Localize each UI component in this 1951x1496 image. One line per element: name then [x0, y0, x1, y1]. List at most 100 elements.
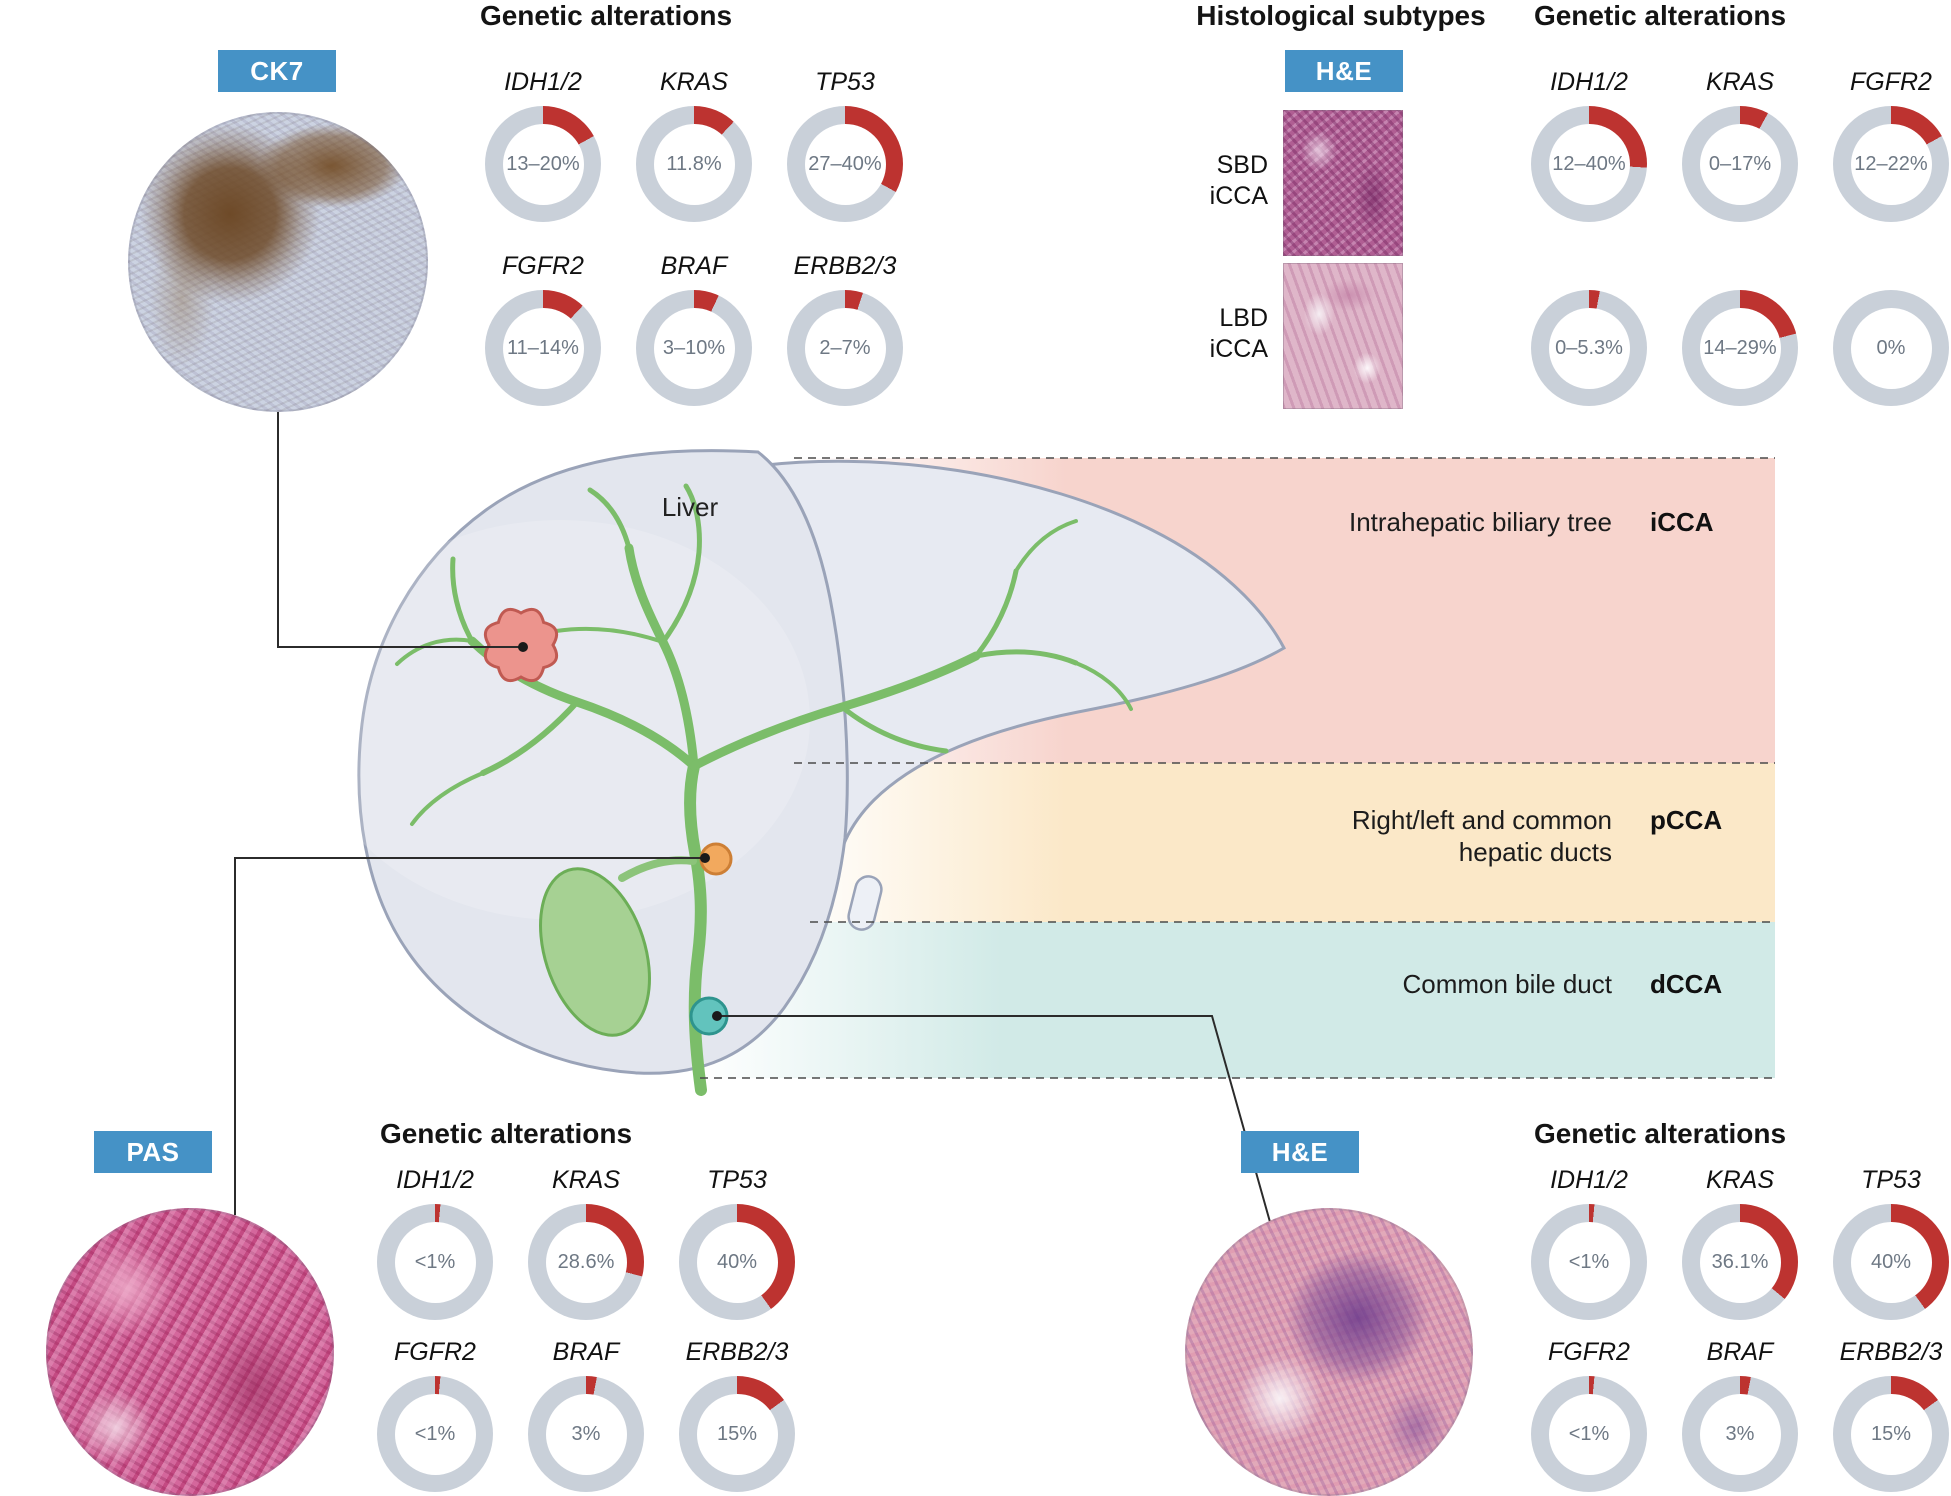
- donut-chart: 3%: [1682, 1376, 1798, 1492]
- donut-value: 40%: [1870, 1250, 1912, 1273]
- stain-label-ck7: CK7: [218, 50, 336, 92]
- band-pcca-abbr: pCCA: [1650, 805, 1723, 835]
- donut-cell: IDH1/2 13–20%: [485, 62, 601, 222]
- donut-cell: FGFR2<1%: [377, 1332, 493, 1492]
- band-icca: [790, 458, 1775, 763]
- gene-label: FGFR2: [1850, 68, 1932, 96]
- donut-hole: 14–29%: [1699, 307, 1781, 389]
- gene-label: ERBB2/3: [1839, 1338, 1943, 1366]
- donut-value: 3–10%: [662, 336, 726, 359]
- title-genetic-alterations-subtypes: Genetic alterations: [1533, 0, 1787, 31]
- donut-hole: <1%: [1548, 1221, 1630, 1303]
- donut-value: 12–40%: [1552, 152, 1626, 175]
- donut-hole: 12–40%: [1548, 123, 1630, 205]
- gene-label: IDH1/2: [1550, 1166, 1628, 1194]
- donut-chart: 0%: [1833, 290, 1949, 406]
- donut-cell: IDH1/2 <1%: [1531, 1160, 1647, 1320]
- donut-value: 11–14%: [507, 336, 579, 359]
- donut-cell: ERBB2/3 15%: [1833, 1332, 1949, 1492]
- he-micrograph: [1185, 1208, 1473, 1496]
- gene-label: [1833, 246, 1949, 290]
- stain-label-he-top: H&E: [1285, 50, 1403, 92]
- donut-hole: 27–40%: [804, 123, 886, 205]
- donut-value: <1%: [414, 1422, 456, 1445]
- donut-cell: FGFR2 11–14%: [485, 246, 601, 406]
- donut-chart: 36.1%: [1682, 1204, 1798, 1320]
- donut-chart: 40%: [679, 1204, 795, 1320]
- pcca-node: [699, 842, 733, 876]
- donut-hole: <1%: [394, 1393, 476, 1475]
- lbd-icca-micrograph: [1283, 263, 1403, 409]
- band-pcca: [790, 763, 1775, 922]
- donut-chart: <1%: [1531, 1376, 1647, 1492]
- gene-label: ERBB2/3: [685, 1338, 789, 1366]
- donut-cell: 0–5.3%: [1531, 246, 1647, 406]
- donut-value: 15%: [716, 1422, 758, 1445]
- donut-value: 3%: [571, 1422, 601, 1445]
- donut-value: 40%: [716, 1250, 758, 1273]
- donut-chart: 3%: [528, 1376, 644, 1492]
- donut-chart: <1%: [377, 1376, 493, 1492]
- gene-label: IDH1/2: [504, 68, 582, 96]
- gene-label: BRAF: [552, 1338, 620, 1366]
- hist-label-line: iCCA: [1209, 182, 1268, 210]
- donut-value: 3%: [1725, 1422, 1755, 1445]
- gallbladder: [539, 856, 697, 1037]
- hist-label-line: SBD: [1216, 151, 1268, 179]
- donut-chart: 13–20%: [485, 106, 601, 222]
- donut-hole: 0–5.3%: [1548, 307, 1630, 389]
- gene-label: TP53: [707, 1166, 767, 1194]
- donut-cell: ERBB2/3 15%: [679, 1332, 795, 1492]
- donut-value: 11.8%: [666, 152, 722, 175]
- donut-value: 36.1%: [1711, 1250, 1769, 1273]
- donut-chart: 0–5.3%: [1531, 290, 1647, 406]
- donut-value: 12–22%: [1854, 152, 1928, 175]
- gene-label: BRAF: [1706, 1338, 1774, 1366]
- donut-hole: 3%: [545, 1393, 627, 1475]
- donut-cell: TP53 40%: [679, 1160, 795, 1320]
- hist-label-line: LBD: [1219, 304, 1268, 332]
- donut-chart: 3–10%: [636, 290, 752, 406]
- donut-value: <1%: [1568, 1250, 1610, 1273]
- liver-highlight: [310, 520, 810, 920]
- donut-cell: FGFR2 12–22%: [1833, 62, 1949, 222]
- donut-cell: BRAF 3%: [528, 1332, 644, 1492]
- cystic-duct: [618, 856, 697, 882]
- stain-label-he-bottom: H&E: [1241, 1131, 1359, 1173]
- donut-hole: 15%: [1850, 1393, 1932, 1475]
- liver-label: Liver: [661, 492, 719, 522]
- donut-hole: 12–22%: [1850, 123, 1932, 205]
- donut-cell: IDH1/2 12–40%: [1531, 62, 1647, 222]
- sbd-icca-micrograph: [1283, 110, 1403, 256]
- gene-label: KRAS: [659, 68, 729, 96]
- title-genetic-alterations-dcca: Genetic alterations: [1533, 1118, 1787, 1149]
- title-genetic-alterations-icca: Genetic alterations: [479, 0, 733, 31]
- gene-label: FGFR2: [502, 252, 584, 280]
- donut-hole: <1%: [394, 1221, 476, 1303]
- donut-cell: KRAS 11.8%: [636, 62, 752, 222]
- donut-hole: 2–7%: [804, 307, 886, 389]
- donut-hole: 3%: [1699, 1393, 1781, 1475]
- donut-chart: 11.8%: [636, 106, 752, 222]
- donut-hole: 15%: [696, 1393, 778, 1475]
- donut-hole: 0%: [1850, 307, 1932, 389]
- donut-chart: 28.6%: [528, 1204, 644, 1320]
- stain-label-pas: PAS: [94, 1131, 212, 1173]
- donut-cell: IDH1/2<1%: [377, 1160, 493, 1320]
- gene-label: IDH1/2: [1550, 68, 1628, 96]
- gene-label: BRAF: [660, 252, 728, 280]
- donut-value: 13–20%: [506, 152, 580, 175]
- donut-chart: <1%: [377, 1204, 493, 1320]
- donut-chart: 14–29%: [1682, 290, 1798, 406]
- donut-hole: 3–10%: [653, 307, 735, 389]
- donut-cell: 14–29%: [1682, 246, 1798, 406]
- band-dcca-description: Common bile duct: [1402, 969, 1612, 999]
- pas-micrograph: [46, 1208, 334, 1496]
- donut-value: <1%: [1568, 1422, 1610, 1445]
